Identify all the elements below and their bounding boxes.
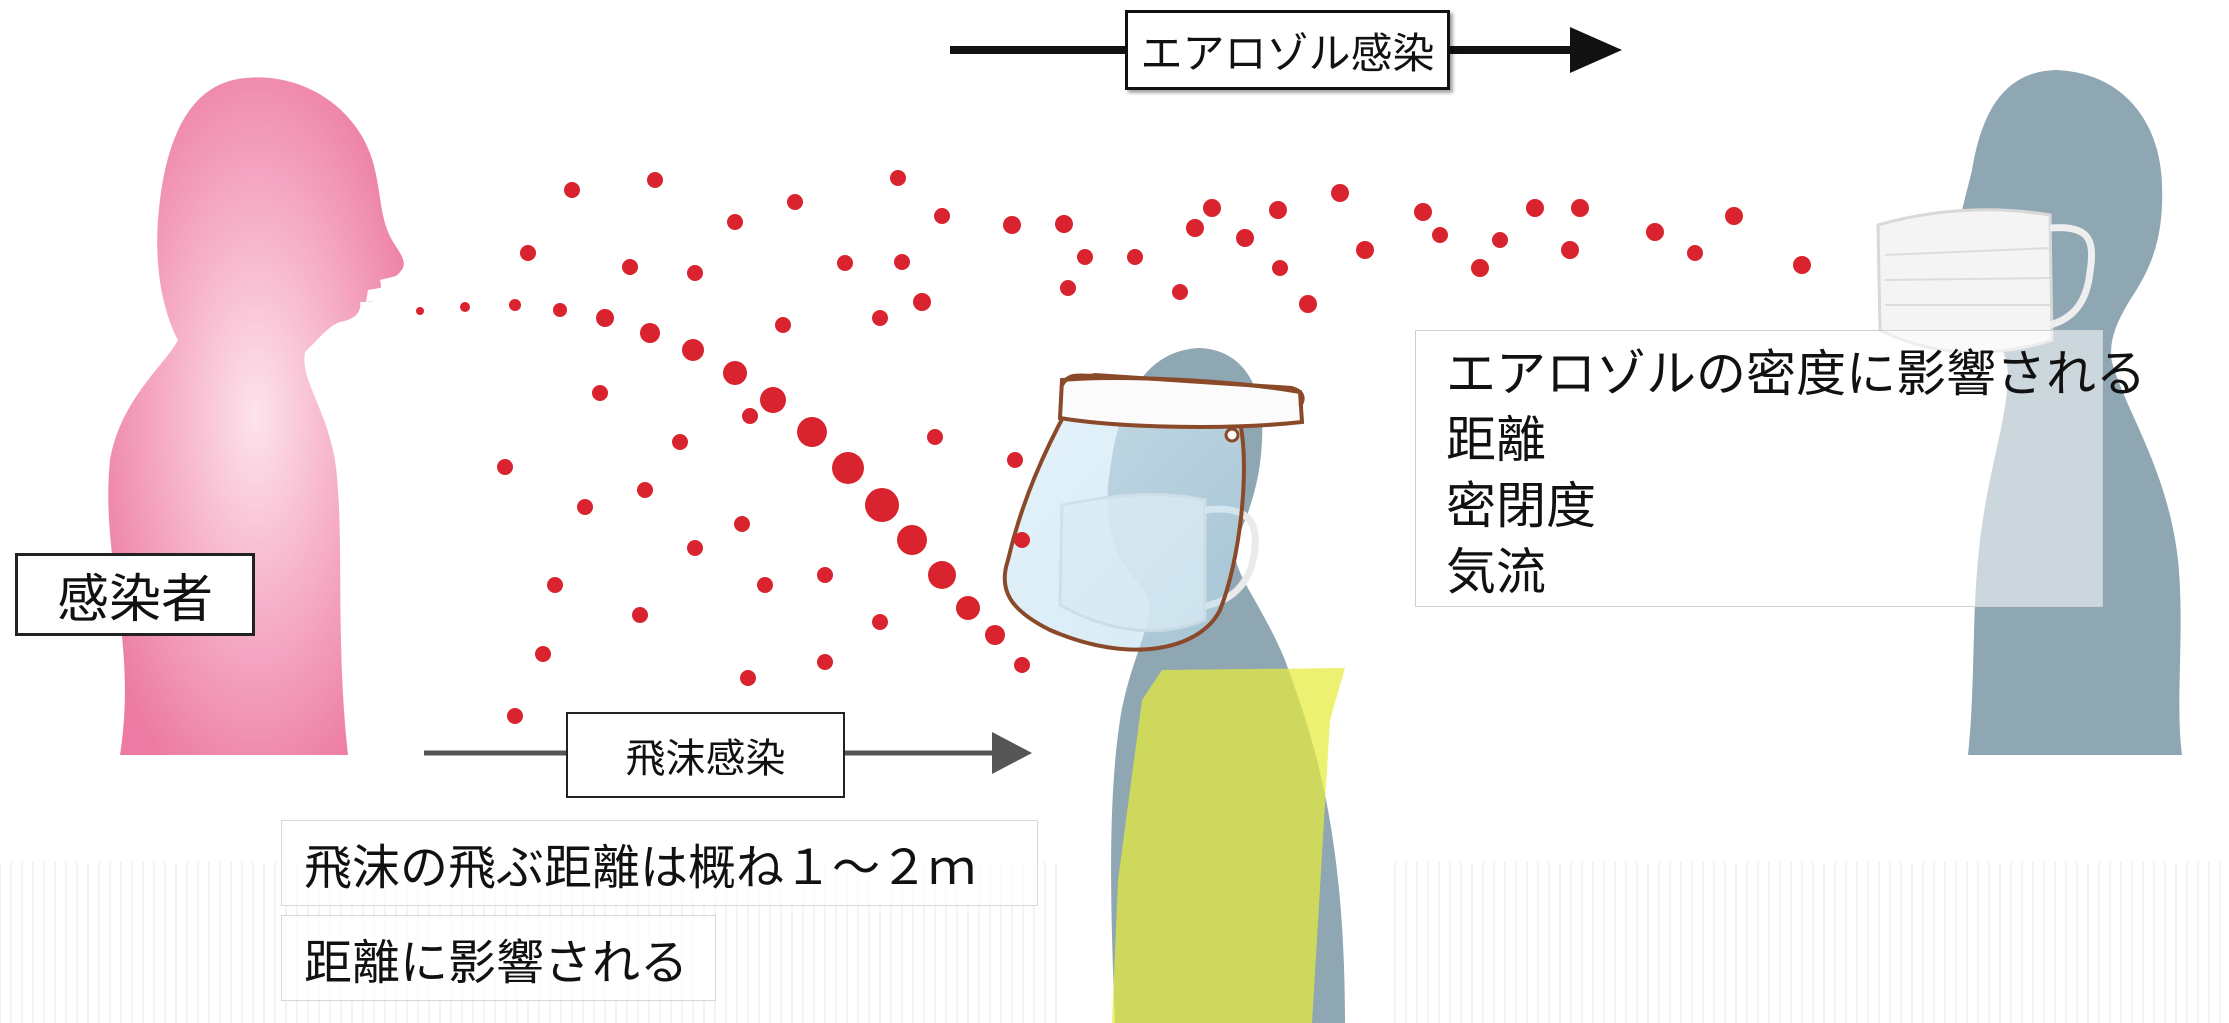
droplet-dot — [1203, 199, 1221, 217]
droplet-dot — [1414, 203, 1432, 221]
droplet-dot — [1471, 259, 1489, 277]
droplet-dot — [890, 170, 906, 186]
droplet-dot — [553, 303, 567, 317]
droplet-dot — [1646, 223, 1664, 241]
droplet-infection-label: 飛沫感染 — [566, 712, 845, 798]
surgical-mask-icon — [1876, 208, 2096, 354]
droplet-distance-influence-note: 距離に影響される — [281, 915, 716, 1001]
droplet-dot — [1687, 245, 1703, 261]
droplet-dot — [1299, 295, 1317, 313]
aerosol-factors-box: エアロゾルの密度に影響される 距離 密閉度 気流 — [1415, 330, 2146, 607]
droplet-dot — [872, 614, 888, 630]
droplet-dot — [927, 429, 943, 445]
droplet-dot — [1186, 219, 1204, 237]
droplet-dot — [637, 482, 653, 498]
droplet-dot — [913, 293, 931, 311]
droplet-dot — [1561, 241, 1579, 259]
droplet-dot — [757, 577, 773, 593]
droplet-dot — [1014, 657, 1030, 673]
background-stripes — [0, 862, 2221, 1023]
droplet-dot — [577, 499, 593, 515]
droplet-dot — [985, 625, 1005, 645]
droplet-distance-note: 飛沫の飛ぶ距離は概ね１～２ｍ — [281, 820, 1038, 906]
droplet-dot — [1014, 532, 1030, 548]
droplet-dot — [687, 540, 703, 556]
droplet-dot — [622, 259, 638, 275]
droplet-dot — [497, 459, 513, 475]
droplet-particles — [416, 170, 1811, 724]
droplet-dot — [507, 708, 523, 724]
droplet-dot — [640, 323, 660, 343]
droplet-dot — [775, 317, 791, 333]
droplet-dot — [1571, 199, 1589, 217]
face-shield-icon — [1002, 372, 1305, 652]
droplet-dot — [509, 299, 521, 311]
aerosol-factor-line: 気流 — [1446, 543, 1546, 601]
droplet-dot — [1331, 184, 1349, 202]
droplet-dot — [727, 214, 743, 230]
droplet-dot — [460, 302, 470, 312]
droplet-dot — [592, 385, 608, 401]
droplet-dot — [416, 307, 424, 315]
droplet-dot — [535, 646, 551, 662]
droplet-dot — [723, 361, 747, 385]
infected-person-label: 感染者 — [15, 553, 255, 636]
droplet-dot — [672, 434, 688, 450]
droplet-dot — [894, 254, 910, 270]
droplet-dot — [928, 561, 956, 589]
droplet-dot — [734, 516, 750, 532]
droplet-dot — [1272, 260, 1288, 276]
droplet-dot — [817, 567, 833, 583]
droplet-dot — [682, 339, 704, 361]
droplet-dot — [1269, 201, 1287, 219]
droplet-dot — [1356, 241, 1374, 259]
droplet-dot — [1793, 256, 1811, 274]
droplet-dot — [520, 245, 536, 261]
droplet-dot — [740, 670, 756, 686]
droplet-dot — [1007, 452, 1023, 468]
droplet-dot — [897, 525, 927, 555]
droplet-dot — [934, 208, 950, 224]
droplet-dot — [1060, 280, 1076, 296]
droplet-dot — [564, 182, 580, 198]
droplet-dot — [837, 255, 853, 271]
droplet-dot — [1055, 215, 1073, 233]
droplet-dot — [832, 452, 864, 484]
droplet-dot — [547, 577, 563, 593]
droplet-dot — [1725, 207, 1743, 225]
droplet-dot — [1432, 227, 1448, 243]
droplet-dot — [817, 654, 833, 670]
aerosol-factor-line: 距離 — [1446, 411, 1546, 469]
droplet-dot — [956, 596, 980, 620]
droplet-dot — [632, 607, 648, 623]
droplet-dot — [872, 310, 888, 326]
aerosol-factor-line: 密閉度 — [1446, 477, 1596, 535]
droplet-dot — [687, 265, 703, 281]
droplet-dot — [1172, 284, 1188, 300]
aerosol-infection-label: エアロゾル感染 — [1125, 10, 1450, 90]
droplet-dot — [647, 172, 663, 188]
droplet-dot — [760, 387, 786, 413]
droplet-dot — [865, 488, 899, 522]
droplet-dot — [1492, 232, 1508, 248]
droplet-dot — [1236, 229, 1254, 247]
droplet-dot — [1127, 249, 1143, 265]
droplet-dot — [596, 309, 614, 327]
infected-person-icon — [108, 77, 404, 755]
gown — [1112, 668, 1345, 1023]
aerosol-factor-line: エアロゾルの密度に影響される — [1446, 345, 2146, 403]
droplet-dot — [1526, 199, 1544, 217]
droplet-dot — [797, 417, 827, 447]
droplet-dot — [1003, 216, 1021, 234]
droplet-dot — [1077, 249, 1093, 265]
droplet-dot — [742, 408, 758, 424]
droplet-dot — [787, 194, 803, 210]
